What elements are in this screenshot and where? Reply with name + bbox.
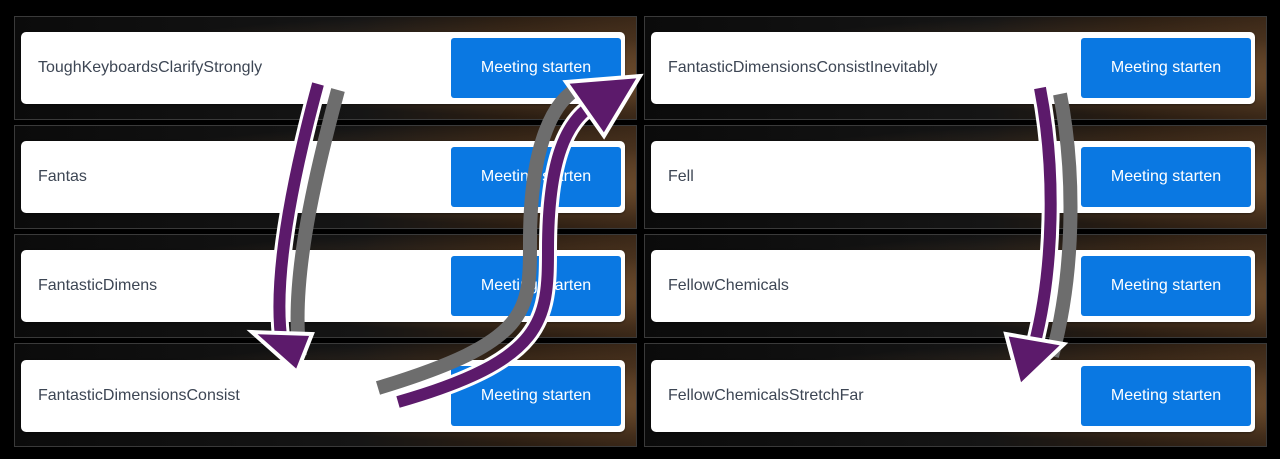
start-meeting-button[interactable]: Meeting starten	[1081, 256, 1251, 316]
meeting-name: ToughKeyboardsClarifyStrongly	[38, 59, 263, 76]
start-meeting-button[interactable]: Meeting starten	[1081, 38, 1251, 98]
meeting-tile: Fell Meeting starten	[644, 125, 1267, 229]
meeting-card: FantasticDimens Meeting starten	[21, 250, 625, 322]
meeting-card: Fantas Meeting starten	[21, 141, 625, 213]
start-meeting-button[interactable]: Meeting starten	[1081, 366, 1251, 426]
meeting-card: ToughKeyboardsClarifyStrongly Meeting st…	[21, 32, 625, 104]
meeting-name: FellowChemicalsStretchFar	[668, 387, 864, 404]
meeting-tile: FellowChemicals Meeting starten	[644, 234, 1267, 338]
meeting-tile: Fantas Meeting starten	[14, 125, 637, 229]
meeting-name: Fantas	[38, 168, 87, 185]
meeting-name: FantasticDimensionsConsist	[38, 387, 240, 404]
start-meeting-button[interactable]: Meeting starten	[451, 366, 621, 426]
meeting-tile: FantasticDimensionsConsistInevitably Mee…	[644, 16, 1267, 120]
start-meeting-button[interactable]: Meeting starten	[451, 256, 621, 316]
meeting-card: FellowChemicals Meeting starten	[651, 250, 1255, 322]
meeting-card: FantasticDimensionsConsistInevitably Mee…	[651, 32, 1255, 104]
meeting-card: FellowChemicalsStretchFar Meeting starte…	[651, 360, 1255, 432]
meeting-card: FantasticDimensionsConsist Meeting start…	[21, 360, 625, 432]
start-meeting-button[interactable]: Meeting starten	[1081, 147, 1251, 207]
start-meeting-button[interactable]: Meeting starten	[451, 147, 621, 207]
meeting-name: Fell	[668, 168, 694, 185]
meeting-tile: ToughKeyboardsClarifyStrongly Meeting st…	[14, 16, 637, 120]
meeting-name: FantasticDimensionsConsistInevitably	[668, 59, 938, 76]
meeting-tile: FantasticDimens Meeting starten	[14, 234, 637, 338]
meeting-name: FellowChemicals	[668, 277, 789, 294]
meeting-tile: FantasticDimensionsConsist Meeting start…	[14, 343, 637, 447]
start-meeting-button[interactable]: Meeting starten	[451, 38, 621, 98]
meeting-tile: FellowChemicalsStretchFar Meeting starte…	[644, 343, 1267, 447]
meeting-card: Fell Meeting starten	[651, 141, 1255, 213]
meeting-name: FantasticDimens	[38, 277, 158, 294]
